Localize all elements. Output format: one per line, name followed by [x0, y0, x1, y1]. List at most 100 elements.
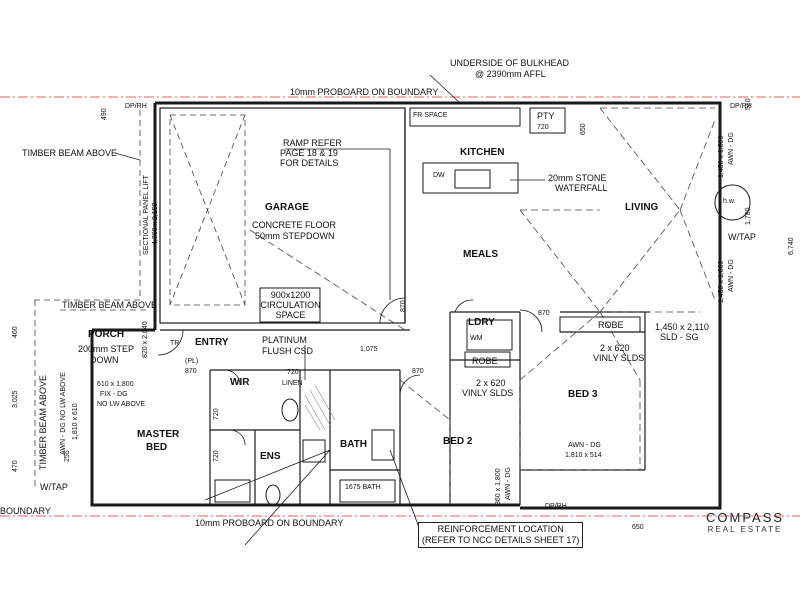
- door-720-wir: 720: [213, 408, 220, 420]
- water-tap-left: W/TAP: [40, 482, 68, 492]
- door-720-ens: 720: [213, 450, 220, 462]
- bed3-window-type: AWN - DG: [568, 442, 601, 449]
- master-window-type: FIX - DG: [100, 391, 128, 398]
- brand-tagline: REAL ESTATE: [707, 525, 783, 534]
- dim-510: 510: [745, 98, 752, 110]
- door-870-bed3: 870: [538, 310, 550, 317]
- proboard-bottom-note: 10mm PROBOARD ON BOUNDARY: [195, 518, 344, 528]
- circulation-note-1: 900x1200: [270, 290, 311, 300]
- door-870-bed2: 870: [412, 368, 424, 375]
- dim-3025: 3,025: [12, 390, 19, 408]
- bulkhead-note-line1: UNDERSIDE OF BULKHEAD: [450, 58, 570, 68]
- linen-label: LINEN: [282, 380, 303, 387]
- window-size-bed2: 860 x 1,800: [495, 468, 502, 505]
- water-tap-right: W/TAP: [728, 232, 756, 242]
- room-label-garage: GARAGE: [265, 202, 309, 213]
- room-label-porch: PORCH: [88, 329, 125, 340]
- dim-820: 820 x 2,040: [142, 321, 149, 358]
- pantry-label: PTY: [537, 111, 555, 121]
- bed3-window-size: 1,810 x 514: [565, 452, 602, 459]
- door-870-entry: 870: [185, 368, 197, 375]
- dim-1075: 1,075: [360, 346, 378, 353]
- dp-rh-top-left: DP/RH: [125, 103, 147, 110]
- master-window-note: NO LW ABOVE: [97, 401, 146, 408]
- proboard-top-note: 10mm PROBOARD ON BOUNDARY: [290, 87, 439, 97]
- reinforcement-callout: REINFORCEMENT LOCATION (REFER TO NCC DET…: [418, 522, 584, 548]
- room-label-laundry: LDRY: [468, 317, 495, 328]
- vinyl-slider-note-2: VINLY SLDS: [593, 353, 645, 363]
- room-label-meals: MEALS: [463, 249, 498, 260]
- sectional-door-size: 4,760 x 2,150: [152, 202, 159, 245]
- door-720-linen: 720: [287, 369, 299, 376]
- dim-490: 490: [101, 108, 108, 120]
- circulation-note-2: CIRCULATION: [260, 300, 321, 310]
- garage-floor-note-2: 50mm STEPDOWN: [255, 231, 335, 241]
- room-label-master-2: BED: [146, 442, 168, 453]
- dim-255: 255: [64, 450, 71, 462]
- window-type-right-1: AWN - DG: [728, 132, 735, 165]
- bath-size-label: 1675 BATH: [345, 484, 381, 491]
- fridge-space-label: FR SPACE: [413, 112, 448, 119]
- room-label-kitchen: KITCHEN: [460, 147, 505, 158]
- room-label-bath: BATH: [340, 439, 368, 450]
- sliding-door-type: SLD - SG: [660, 332, 699, 342]
- timber-beam-note-1: TIMBER BEAM ABOVE: [22, 148, 118, 158]
- brand-name: COMPASS: [706, 510, 785, 525]
- window-size-right-2: 1,450 x 1,800: [718, 260, 725, 303]
- ramp-note-line1: RAMP REFER: [283, 138, 342, 148]
- hot-water-label: h.w.: [723, 198, 736, 205]
- washing-machine-label: WM: [470, 335, 483, 342]
- dim-650-top: 650: [580, 123, 587, 135]
- dim-1780: 1,780: [745, 207, 752, 225]
- circulation-note-3: SPACE: [275, 310, 306, 320]
- room-label-entry: ENTRY: [195, 337, 229, 348]
- dishwasher-label: DW: [433, 172, 445, 179]
- vinyl-slider-size-2: 2 x 620: [600, 343, 630, 353]
- vinyl-slider-note-1: VINLY SLDS: [462, 388, 514, 398]
- platinum-note-2: FLUSH CSD: [262, 346, 314, 356]
- master-side-window-size: 1,810 x 610: [72, 403, 79, 440]
- porch-step-note-1: 200mm STEP: [78, 344, 135, 354]
- room-label-bed3: BED 3: [568, 389, 598, 400]
- platinum-note-1: PLATINUM: [262, 335, 307, 345]
- sliding-door-size: 1,450 x 2,110: [655, 322, 709, 332]
- dp-rh-bottom-right: DP/RH: [545, 503, 567, 510]
- outer-walls: [90, 101, 722, 510]
- pl-label: (PL): [185, 358, 199, 365]
- porch-step-note-2: DOWN: [90, 355, 119, 365]
- dim-460: 460: [12, 326, 19, 338]
- ramp-note-line2: PAGE 18 & 19: [280, 148, 338, 158]
- room-label-master-1: MASTER: [137, 429, 180, 440]
- timber-beam-note-2: TIMBER BEAM ABOVE: [62, 300, 158, 310]
- boundary-left-note: BOUNDARY: [0, 506, 51, 516]
- window-type-right-2: AWN - DG: [728, 259, 735, 292]
- sectional-door-note: SECTIONAL PANEL LIFT: [143, 175, 150, 255]
- dim-650-bottom: 650: [632, 524, 644, 531]
- window-type-bed2: AWN - DG: [505, 467, 512, 500]
- master-window-size: 610 x 1,800: [97, 381, 134, 388]
- master-side-window-type: AWN - DG NO LW ABOVE: [60, 372, 67, 455]
- room-label-bed2: BED 2: [443, 436, 473, 447]
- dp-rh-top-right: DP/RH: [730, 103, 752, 110]
- room-label-wir: WIR: [230, 377, 250, 388]
- stone-note-2: WATERFALL: [555, 183, 608, 193]
- garage-floor-note-1: CONCRETE FLOOR: [252, 220, 337, 230]
- brand-logo: COMPASS REAL ESTATE: [706, 510, 784, 534]
- reinforcement-note-1: REINFORCEMENT LOCATION: [437, 524, 564, 534]
- ramp-note-line3: FOR DETAILS: [280, 158, 339, 168]
- dim-6740: 6,740: [788, 237, 795, 255]
- reinforcement-note-2: (REFER TO NCC DETAILS SHEET 17): [422, 535, 580, 545]
- vinyl-slider-size-1: 2 x 620: [476, 378, 506, 388]
- robe-label-bed3: ROBE: [598, 320, 624, 330]
- bulkhead-note-line2: @ 2390mm AFFL: [475, 69, 546, 79]
- door-870-garage: 870: [400, 300, 407, 312]
- timber-beam-note-3: TIMBER BEAM ABOVE: [38, 374, 48, 470]
- stone-note-1: 20mm STONE: [548, 173, 607, 183]
- robe-label-bed2: ROBE: [472, 356, 498, 366]
- door-720-pantry: 720: [537, 124, 549, 131]
- dim-470: 470: [12, 460, 19, 472]
- window-size-right-1: 1,450 x 1,800: [718, 135, 725, 178]
- room-label-living: LIVING: [625, 202, 659, 213]
- room-label-ensuite: ENS: [260, 451, 281, 462]
